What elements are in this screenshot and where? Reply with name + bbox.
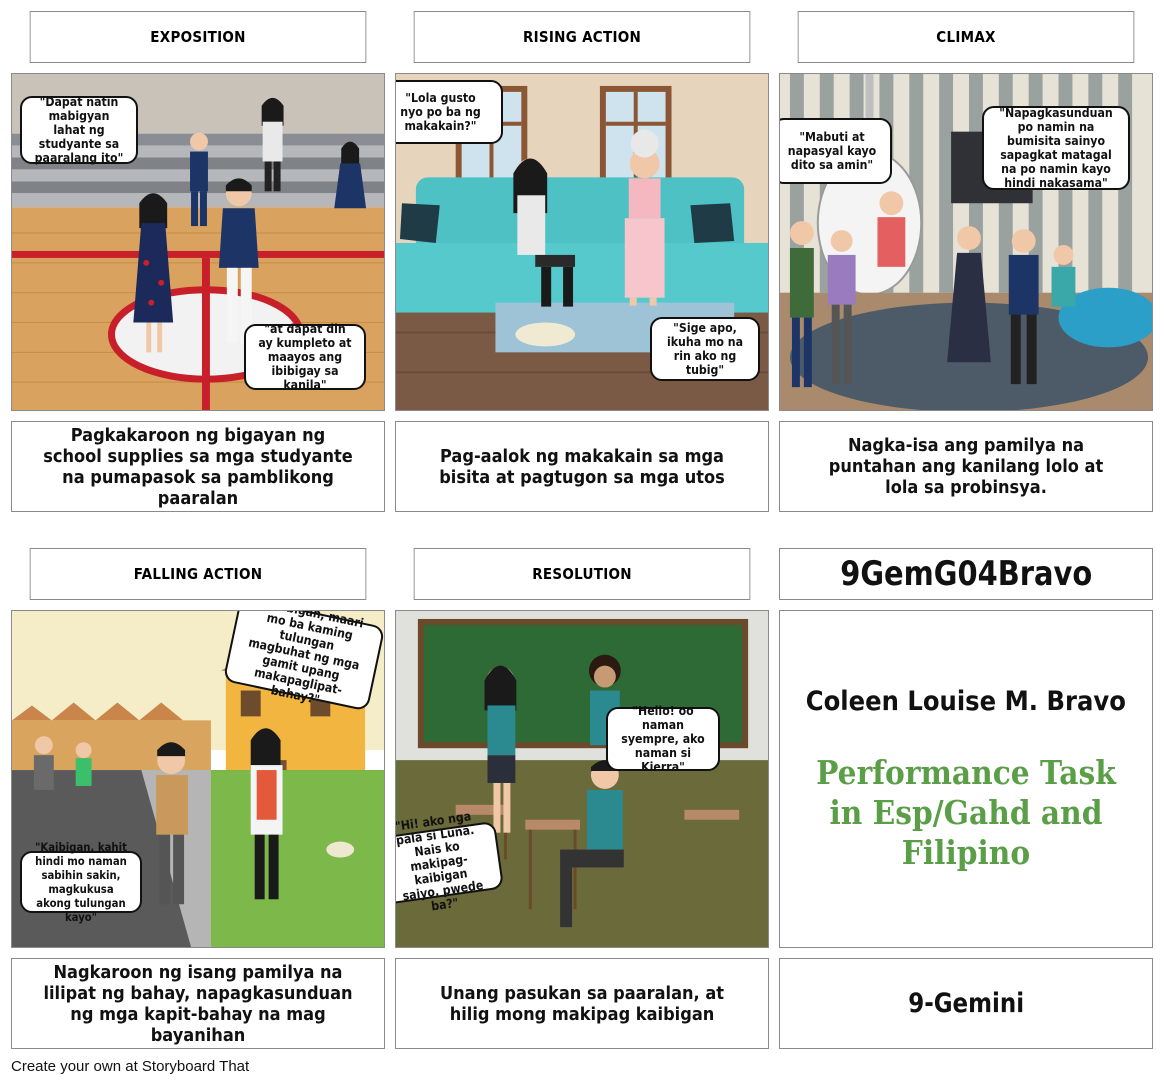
storyboard-that-link[interactable]: Create your own at Storyboard That: [11, 1058, 250, 1075]
author-info-box: Coleen Louise M. Bravo Performance Task …: [779, 610, 1153, 948]
character-girl-back: [261, 97, 284, 192]
scene-climax: "Mabuti at napasyal kayo dito sa amin" "…: [779, 73, 1153, 411]
character-boy-navy: [1008, 229, 1039, 385]
character-boy-tan: [156, 742, 189, 905]
character-man-glasses: [789, 221, 814, 388]
panel-title-text: CLIMAX: [936, 28, 996, 46]
speech-bubble: "Dapat natin mabigyan lahat ng studyante…: [20, 95, 138, 165]
scene-exposition: "Dapat natin mabigyan lahat ng studyante…: [11, 73, 385, 411]
panel-title-text: EXPOSITION: [150, 28, 246, 46]
panel-caption-falling-action: Nagkaroon ng isang pamilya na lilipat ng…: [11, 958, 385, 1049]
character-lola: [624, 129, 665, 306]
speech-bubble: "Kaibigan, kahit hindi mo naman sabihin …: [20, 840, 142, 924]
character-girl-offering: [513, 158, 576, 307]
storyboard-title: 9GemG04Bravo: [779, 548, 1153, 600]
character-boy-center: [218, 178, 259, 343]
panel-title-falling-action: FALLING ACTION: [29, 548, 367, 600]
character-kid-green: [75, 742, 92, 786]
panel-title-climax: CLIMAX: [797, 11, 1135, 63]
character-woman-white-coat: [250, 728, 283, 900]
task-title: Performance Task in Esp/Gahd and Filipin…: [816, 752, 1116, 872]
character-girl-standing: [484, 665, 517, 833]
panel-caption-rising-action: Pag-aalok ng makakain sa mga bisita at p…: [395, 421, 769, 512]
character-girl-sitting: [334, 141, 367, 209]
character-boy-back: [190, 132, 208, 227]
scene-rising-action: "Lola gusto nyo po ba ng makakain?" "Sig…: [395, 73, 769, 411]
panel-title-text: RESOLUTION: [532, 565, 632, 583]
character-woman-purple: [827, 230, 856, 385]
panel-title-text: RISING ACTION: [522, 28, 642, 46]
speech-bubble: "at dapat din ay kumpleto at maayos ang …: [244, 322, 366, 392]
section-label: 9-Gemini: [779, 958, 1153, 1049]
panel-title-resolution: RESOLUTION: [413, 548, 751, 600]
character-girl-left: [133, 193, 174, 353]
panel-caption-climax: Nagka-isa ang pamilya na puntahan ang ka…: [779, 421, 1153, 512]
scene-falling-action: "Kaibigan, maari mo ba kaming tulungan m…: [11, 610, 385, 948]
panel-title-rising-action: RISING ACTION: [413, 11, 751, 63]
character-child-teal: [1051, 244, 1076, 307]
speech-bubble: "Hello! oo naman syempre, ako naman si K…: [606, 704, 720, 774]
speech-bubble: "Hi! ako nga pala si Luna. Nais ko makip…: [396, 808, 505, 913]
scene-resolution: "Hello! oo naman syempre, ako naman si K…: [395, 610, 769, 948]
character-girl-dark-dress: [947, 226, 991, 363]
panel-title-text: FALLING ACTION: [133, 565, 263, 583]
character-lola-red: [877, 191, 906, 267]
panel-caption-exposition: Pagkakaroon ng bigayan ng school supplie…: [11, 421, 385, 512]
author-name: Coleen Louise M. Bravo: [805, 685, 1127, 717]
panel-title-exposition: EXPOSITION: [29, 11, 367, 63]
character-kid-left: [33, 736, 54, 790]
gym-scene-illustration: [12, 74, 384, 410]
speech-bubble: "Mabuti at napasyal kayo dito sa amin": [780, 118, 892, 184]
panel-caption-resolution: Unang pasukan sa paaralan, at hilig mong…: [395, 958, 769, 1049]
speech-bubble: "Lola gusto nyo po ba ng makakain?": [396, 80, 503, 144]
speech-bubble: "Sige apo, ikuha mo na rin ako ng tubig": [650, 317, 760, 381]
speech-bubble: "Napagkasunduan po namin na bumisita sai…: [982, 106, 1130, 190]
